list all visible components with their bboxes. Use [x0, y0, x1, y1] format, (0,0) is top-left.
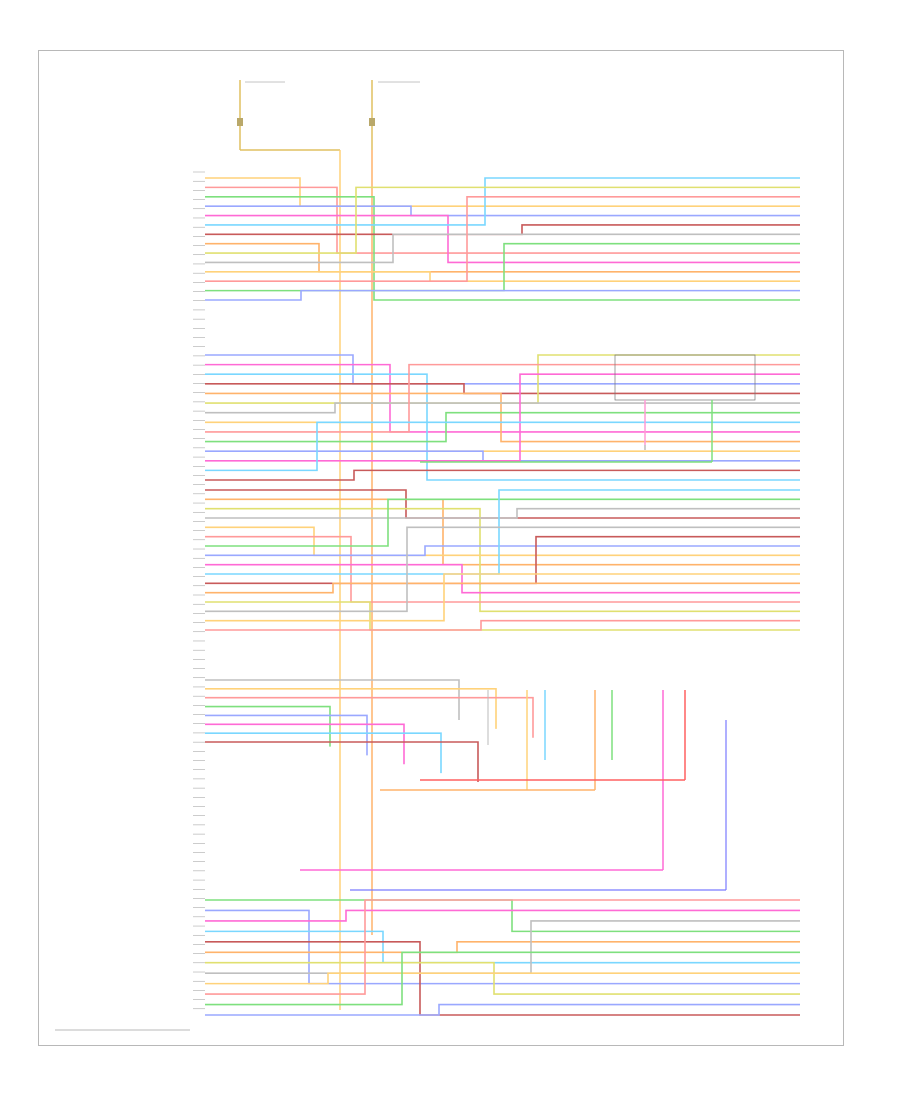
wire	[205, 545, 800, 557]
left-connector	[193, 171, 205, 1010]
wire	[205, 450, 800, 462]
wire	[205, 469, 800, 481]
wire	[205, 363, 800, 433]
wire	[205, 601, 800, 631]
wire	[205, 205, 800, 217]
wire	[205, 242, 800, 273]
wire-bundle	[205, 177, 800, 1016]
module-box	[420, 354, 756, 463]
wire	[205, 582, 800, 594]
wire	[205, 411, 800, 443]
wire	[205, 233, 800, 264]
wire	[205, 1003, 800, 1016]
wire	[205, 195, 800, 301]
wire	[205, 696, 534, 738]
wire	[205, 972, 800, 985]
wire	[205, 421, 800, 452]
wire	[205, 526, 800, 613]
wire	[205, 354, 800, 385]
wire	[205, 507, 800, 613]
diagram-frame	[38, 50, 844, 1046]
wire	[205, 930, 800, 964]
wire	[205, 186, 800, 254]
wire	[205, 535, 800, 585]
wire	[205, 402, 800, 414]
wire	[205, 688, 497, 729]
wire	[205, 177, 800, 226]
wire	[205, 723, 405, 765]
top-fuse-right	[369, 80, 420, 150]
sensor-group	[300, 690, 727, 891]
wire	[205, 392, 800, 443]
wire	[205, 920, 800, 974]
wire	[205, 951, 800, 1006]
wire	[205, 363, 800, 433]
wire	[205, 679, 460, 720]
wire	[205, 535, 800, 603]
wire	[205, 177, 800, 207]
wire	[205, 732, 442, 774]
wire	[205, 909, 800, 985]
wire	[205, 909, 800, 922]
wire	[205, 489, 800, 575]
wire	[205, 741, 479, 782]
wire	[205, 563, 800, 594]
wire	[205, 373, 800, 481]
wire	[205, 705, 331, 747]
wire	[205, 573, 800, 622]
wire	[205, 242, 800, 292]
wire	[205, 526, 800, 557]
wire	[205, 619, 800, 631]
wire	[205, 186, 800, 254]
wire	[205, 214, 800, 264]
wire	[205, 224, 800, 236]
wire	[205, 195, 800, 283]
wire	[205, 899, 800, 933]
wire	[205, 373, 800, 462]
wire	[205, 383, 800, 395]
wire	[205, 498, 800, 566]
wire	[205, 489, 800, 519]
wire	[205, 421, 800, 472]
wire	[205, 941, 800, 1016]
wire	[205, 961, 800, 995]
wire	[205, 354, 800, 404]
wire	[205, 271, 800, 283]
wire	[205, 714, 368, 756]
wire	[205, 507, 800, 519]
wire	[205, 899, 800, 995]
wire	[205, 498, 800, 547]
wire	[205, 941, 800, 954]
wire	[205, 289, 800, 301]
top-fuse-left	[237, 80, 340, 151]
